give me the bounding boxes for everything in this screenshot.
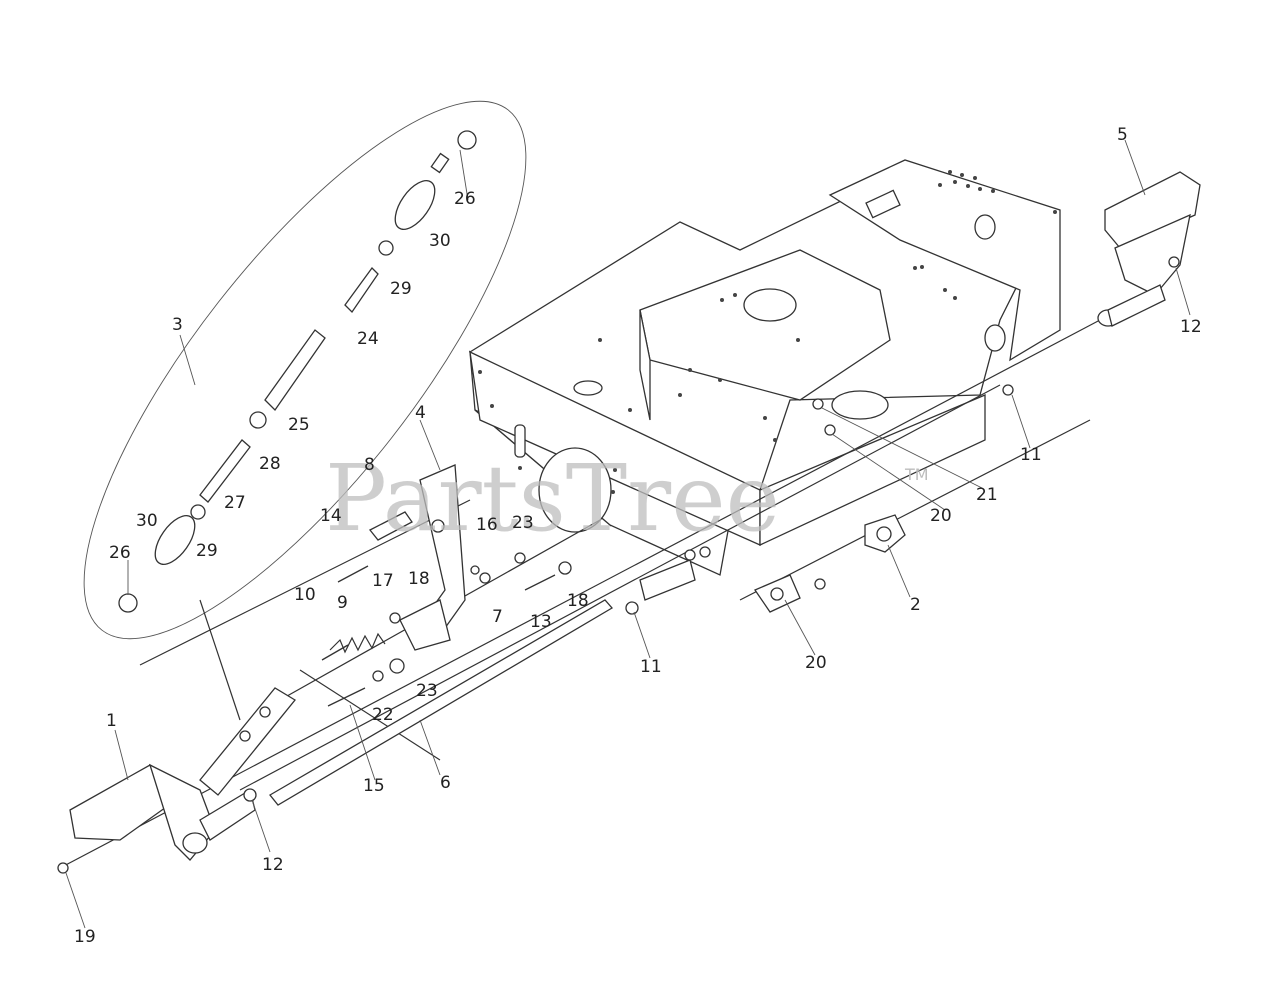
callout-5: 5 (1117, 125, 1128, 145)
callout-18-left: 18 (408, 569, 430, 589)
callout-20-upper: 20 (930, 506, 952, 526)
callout-23-upper: 23 (512, 513, 534, 533)
callout-12-right: 12 (1180, 317, 1202, 337)
part-5-right-pedal (1097, 171, 1201, 327)
callout-7: 7 (492, 607, 503, 627)
hardware (57, 256, 1180, 874)
callout-8: 8 (364, 455, 375, 475)
callout-14: 14 (320, 506, 342, 526)
watermark-tm: TM (904, 465, 929, 484)
callout-12-left: 12 (262, 855, 284, 875)
callout-6: 6 (440, 773, 451, 793)
part-8-plate (368, 511, 413, 541)
callout-9: 9 (337, 593, 348, 613)
callout-labels: 1 2 3 4 5 6 7 8 9 10 11 11 12 12 13 14 1… (74, 125, 1202, 947)
callout-21: 21 (976, 485, 998, 505)
callout-25: 25 (288, 415, 310, 435)
callout-15: 15 (363, 776, 385, 796)
assembly-3-parts (118, 130, 477, 613)
callout-29-top: 29 (390, 279, 412, 299)
callout-19: 19 (74, 927, 96, 947)
part-6-rod (269, 599, 614, 806)
callout-13: 13 (530, 612, 552, 632)
part-2-bearing (864, 514, 906, 553)
part-20-flange (754, 574, 801, 613)
callout-23-lower: 23 (416, 681, 438, 701)
callout-30-bottom: 30 (136, 511, 158, 531)
callout-16: 16 (476, 515, 498, 535)
callout-11-right: 11 (1020, 445, 1042, 465)
callout-29-bottom: 29 (196, 541, 218, 561)
callout-17: 17 (372, 571, 394, 591)
callout-26-top: 26 (454, 189, 476, 209)
callout-11-left: 11 (640, 657, 662, 677)
callout-3: 3 (172, 315, 183, 335)
callout-22: 22 (372, 705, 394, 725)
callout-leaders (65, 139, 1191, 929)
callout-4: 4 (415, 403, 426, 423)
callout-18-right: 18 (567, 591, 589, 611)
callout-10: 10 (294, 585, 316, 605)
watermark-text: PartsTree (325, 445, 780, 552)
callout-27: 27 (224, 493, 246, 513)
callout-24: 24 (357, 329, 379, 349)
assembly-3-small (199, 687, 296, 796)
callout-1: 1 (106, 711, 117, 731)
callout-2: 2 (910, 595, 921, 615)
part-4-bracket (399, 464, 466, 651)
watermark: PartsTree TM (325, 445, 929, 552)
callout-30-top: 30 (429, 231, 451, 251)
callout-26-bottom: 26 (109, 543, 131, 563)
callout-28: 28 (259, 454, 281, 474)
main-frame (468, 159, 1061, 576)
axis-lines (59, 319, 1101, 869)
assembly-3-outline (83, 100, 527, 640)
part-9-spring (329, 632, 386, 654)
callout-20-lower: 20 (805, 653, 827, 673)
